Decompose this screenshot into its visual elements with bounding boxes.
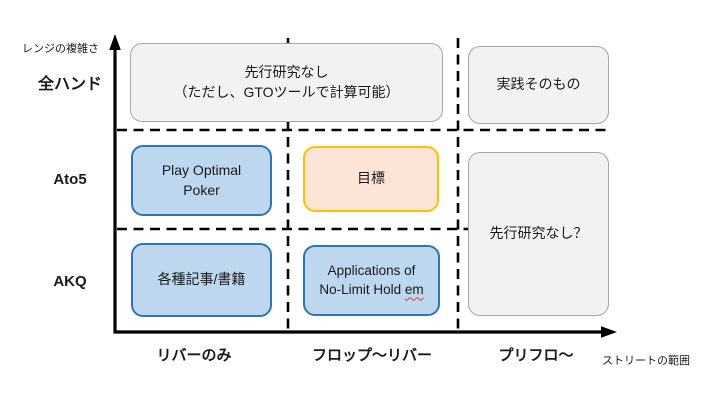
box-goal-label: 目標: [357, 170, 385, 187]
box-play-optimal-poker-label: Play Optimal Poker: [161, 162, 242, 198]
x-axis-arrowhead: [601, 326, 617, 338]
box-play-optimal-poker: Play Optimal Poker: [131, 145, 272, 216]
box-applications-nlhe: Applications of No-Limit Hold em: [303, 245, 440, 316]
box-practice-itself: 実践そのもの: [468, 46, 609, 124]
box-goal: 目標: [303, 146, 439, 212]
x-axis-title: ストリートの範囲: [602, 355, 690, 367]
row-label-akq: AKQ: [53, 273, 87, 290]
box-applications-nlhe-misspelled-word: em: [404, 281, 424, 297]
box-articles-books-label: 各種記事/書籍: [157, 271, 246, 288]
box-no-prior-research-top: 先行研究なし （ただし、GTOツールで計算可能）: [130, 43, 443, 122]
column-label-preflop: プリフロ〜: [498, 347, 574, 364]
box-no-prior-research-top-line2: （ただし、GTOツールで計算可能）: [173, 83, 400, 100]
box-articles-books: 各種記事/書籍: [131, 243, 272, 317]
box-no-prior-research-question-label: 先行研究なし？: [489, 225, 588, 242]
box-no-prior-research-question: 先行研究なし？: [468, 152, 609, 316]
box-applications-nlhe-line1: Applications of: [327, 262, 416, 278]
box-no-prior-research-top-line1: 先行研究なし: [244, 64, 329, 81]
column-label-river-only: リバーのみ: [156, 347, 232, 364]
box-applications-nlhe-line2-text: No-Limit Hold: [319, 281, 402, 297]
column-label-flop-to-river: フロップ〜リバー: [311, 347, 432, 364]
box-practice-itself-label: 実践そのもの: [496, 76, 581, 93]
y-axis-title: レンジの複雑さ: [22, 43, 99, 55]
row-label-all-hands: 全ハンド: [37, 76, 102, 93]
box-applications-nlhe-line2: No-Limit Hold em: [319, 281, 423, 300]
row-label-ato5: Ato5: [53, 171, 87, 188]
y-axis-arrowhead: [109, 34, 121, 50]
